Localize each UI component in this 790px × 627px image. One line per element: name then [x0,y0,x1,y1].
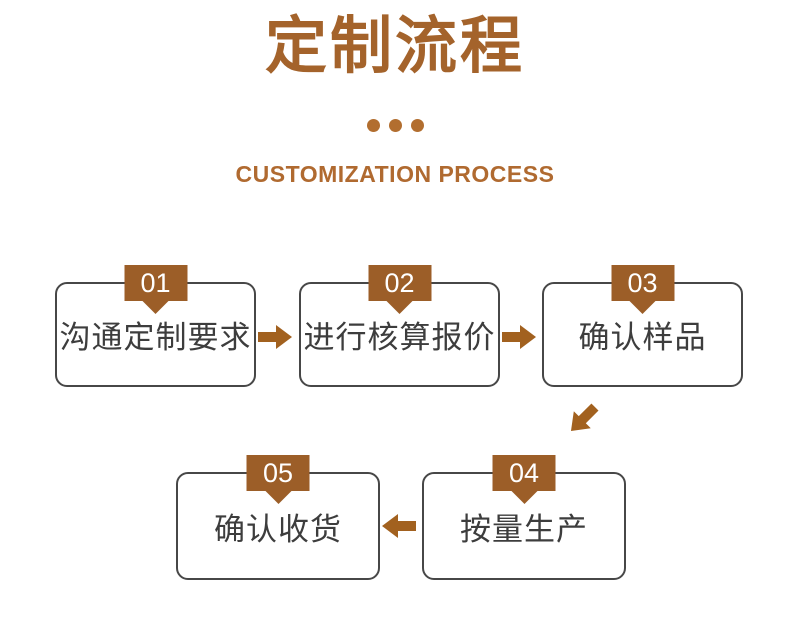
arrow-down-left-icon [562,398,603,439]
step-label: 沟通定制要求 [59,320,252,355]
badge-pointer [511,491,537,504]
title-separator-dots [0,119,790,132]
step-box-5: 05 确认收货 [176,455,380,580]
step-number: 02 [384,267,415,298]
step-box-2: 02 进行核算报价 [299,265,500,387]
badge-pointer [265,491,291,504]
step-number-badge: 02 [368,265,431,314]
badge-pointer [386,301,413,314]
dot-icon [366,119,380,132]
arrow-left-icon [382,514,416,538]
step-box-4: 04 按量生产 [422,455,626,580]
step-box-1: 01 沟通定制要求 [55,265,256,387]
page-title: 定制流程 [264,12,525,81]
step-number-badge: 03 [611,265,674,314]
step-number: 03 [627,267,658,298]
step-box-3: 03 确认样品 [542,265,743,387]
dot-icon [388,119,402,132]
step-number-badge: 04 [492,455,556,504]
page-subtitle: CUSTOMIZATION PROCESS [235,161,555,187]
step-number-badge: 01 [124,265,187,314]
arrow-right-icon [502,325,536,349]
arrow-right-icon [258,325,292,349]
step-label: 确认样品 [578,320,707,355]
step-number: 04 [508,457,540,488]
badge-pointer [142,301,169,314]
step-number: 01 [140,267,171,298]
badge-pointer [629,301,656,314]
dot-icon [410,119,424,132]
step-number: 05 [262,457,294,488]
step-label: 确认收货 [214,511,342,547]
step-label: 进行核算报价 [303,320,496,355]
step-label: 按量生产 [460,511,588,547]
step-number-badge: 05 [246,455,310,504]
